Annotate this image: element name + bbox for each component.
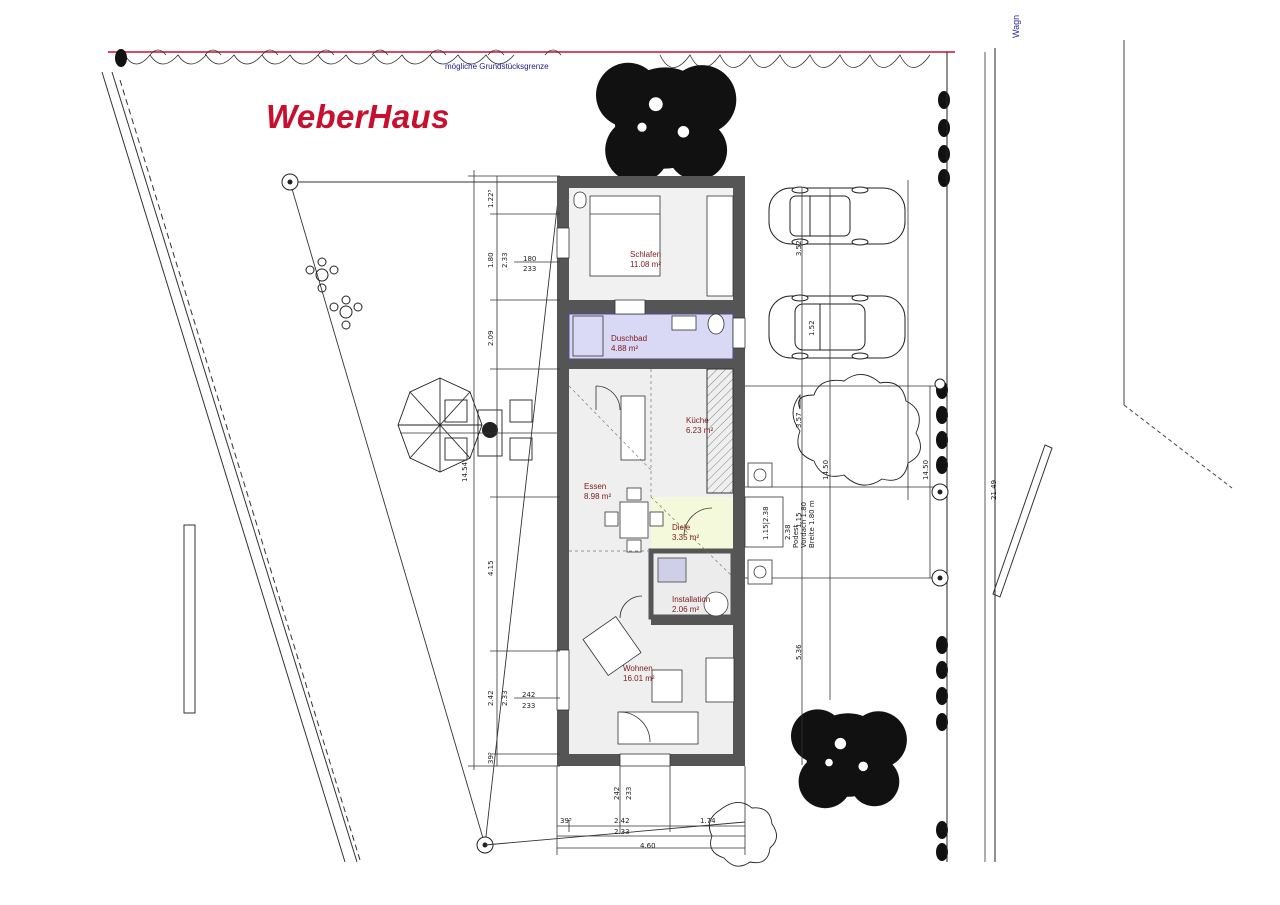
room-area: 6.23 m²	[686, 426, 714, 435]
dim-window-3: 242	[522, 691, 535, 699]
dim-left-7: 39⁵	[487, 752, 495, 764]
dim-bottom-4: 2.33	[614, 828, 630, 836]
left-dimension-lines	[468, 170, 560, 770]
dim-left-2b: 2.33	[501, 252, 509, 268]
dim-entry-1: 1.15|2.38	[762, 506, 770, 540]
room-name: Diele	[672, 523, 691, 532]
entry-note-1: Podest	[792, 524, 800, 548]
dim-bottom-1: 39⁵	[560, 817, 572, 825]
site-outline	[289, 181, 561, 846]
dim-bottom-5: 4.60	[640, 842, 656, 850]
entry-note-3: Breite 1.80 m	[808, 500, 816, 548]
room-area: 8.98 m²	[584, 492, 612, 501]
dim-bottom-w1: 242	[613, 787, 621, 800]
dim-bottom-2: 2.42	[614, 817, 630, 825]
tree-top	[596, 62, 737, 183]
dim-left-6: 2.42	[487, 690, 495, 706]
car-top	[768, 186, 906, 246]
room-area: 4.88 m²	[611, 344, 639, 353]
room-name: Duschbad	[611, 334, 648, 343]
entry-platform	[744, 462, 784, 585]
dim-right-3: 3.57	[795, 412, 803, 428]
dim-window-4: 233	[522, 702, 535, 710]
room-area: 3.35 m²	[672, 533, 700, 542]
room-area: 16.01 m²	[623, 674, 655, 683]
bottom-dimension-lines	[556, 766, 746, 855]
dim-right-8: 21.49	[990, 480, 998, 500]
dim-entry-2: 2.38	[784, 524, 792, 540]
left-site-boundary	[101, 71, 361, 863]
dim-left-6b: 2.33	[501, 690, 509, 706]
dim-window-1: 180	[523, 255, 536, 263]
dim-right-7: 5.36	[795, 644, 803, 660]
entry-note-2: Vordach 1.80	[800, 502, 808, 548]
dim-right-4: 14.50	[822, 460, 830, 480]
room-area: 11.08 m²	[630, 260, 661, 269]
dimension-labels: 1.22⁵ 1.80 2.33 2.09 14.54 4.15 2.42 2.3…	[461, 189, 998, 850]
dining-table	[604, 487, 664, 553]
dim-left-4: 14.54	[461, 461, 469, 482]
doors	[595, 385, 713, 743]
room-area: 2.06 m²	[672, 605, 700, 614]
garden-chairs	[305, 257, 363, 330]
car-bottom	[768, 294, 906, 360]
dim-left-1: 1.22⁵	[487, 189, 495, 208]
dim-right-5: 14.50	[922, 460, 930, 480]
tree-bottom	[791, 709, 907, 809]
dim-left-3: 2.09	[487, 330, 495, 346]
room-name: Wohnen	[623, 664, 653, 673]
dim-right-2: 1.52	[808, 320, 816, 336]
dim-bottom-w2: 233	[625, 787, 633, 800]
living-furniture	[582, 615, 735, 745]
room-name: Installation	[672, 595, 711, 604]
property-boundary-label: mögliche Grundstücksgrenze	[445, 62, 549, 71]
brand-logo: WeberHaus	[266, 98, 450, 135]
terrace-umbrella	[397, 377, 533, 473]
room-name: Essen	[584, 482, 607, 491]
bed	[573, 191, 661, 277]
room-name: Küche	[686, 416, 709, 425]
dim-right-6: 1.15	[795, 512, 803, 528]
dim-bottom-3: 1.74	[700, 817, 716, 825]
dim-left-2: 1.80	[487, 252, 495, 268]
dim-window-2: 233	[523, 265, 536, 273]
room-name: Schlafen	[630, 250, 662, 259]
tree-outline	[708, 374, 921, 867]
dim-left-5: 4.15	[487, 560, 495, 576]
parking-dimension-lines	[745, 52, 986, 862]
right-hedge	[936, 91, 950, 861]
dim-right-1: 3.52	[795, 240, 803, 256]
